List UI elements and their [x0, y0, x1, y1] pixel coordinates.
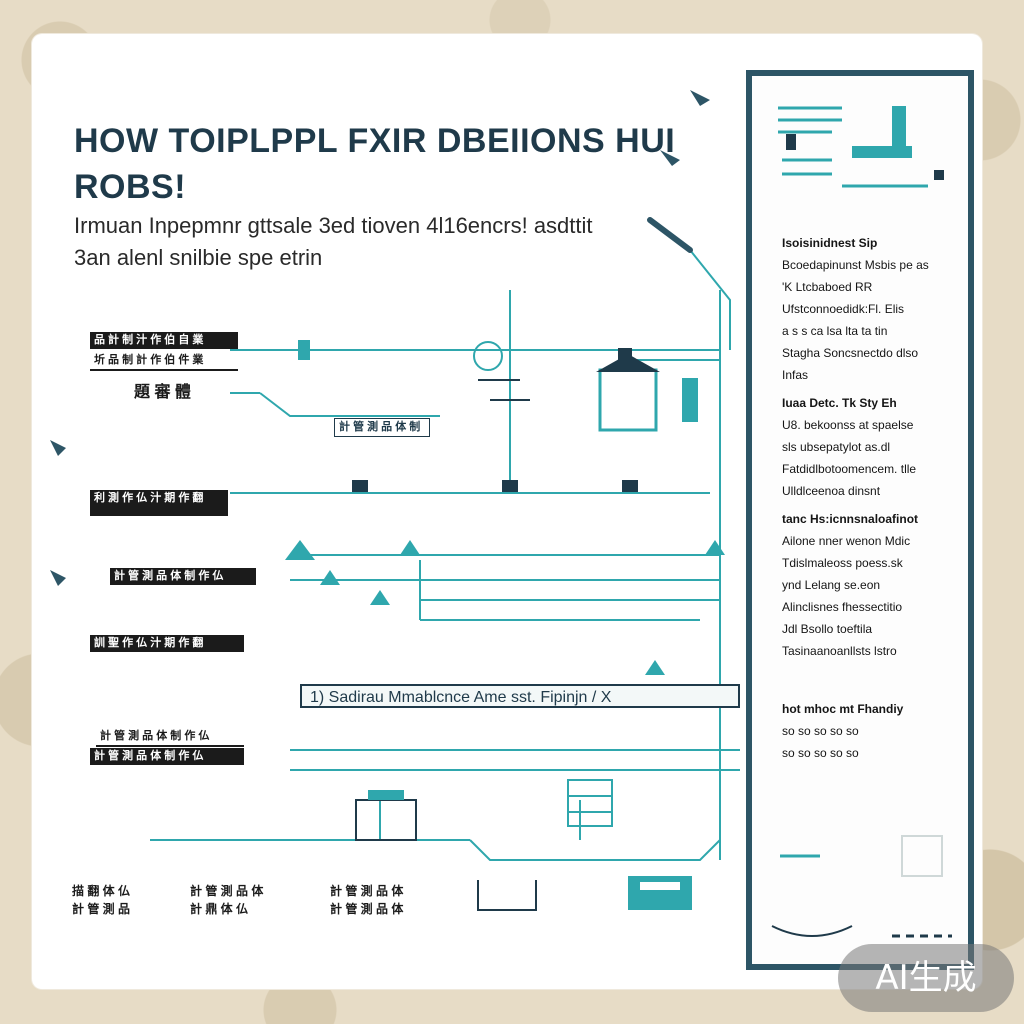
side-group-heading: tanc Hs:icnnsnaloafinot — [782, 512, 919, 526]
diagram-block-label: 題 審 體 — [130, 382, 216, 404]
side-list-item: Tasinaanoanllsts lstro — [782, 640, 968, 662]
factory-icon — [596, 348, 698, 432]
side-list-item: Tdislmaleoss poess.sk — [782, 552, 968, 574]
plant-icon — [285, 540, 725, 675]
side-panel-illustration — [771, 835, 952, 938]
side-list-item: U8. bekoonss at spaelse — [782, 414, 968, 436]
process-banner: 1) Sadirau Mmablcnce Ame sst. Fipinjn / … — [300, 684, 740, 708]
side-list-item: Infas — [782, 364, 968, 386]
side-list-item: Stagha Soncsnectdo dlso — [782, 342, 968, 364]
diagram-block-label: 計 管 測 品 体 制 作 仏 — [110, 568, 256, 585]
machine-icon — [355, 790, 417, 841]
ai-generated-watermark: AI生成 — [838, 944, 1014, 1012]
connector-line — [259, 392, 440, 417]
side-list-item: Ailone nner wenon Mdic — [782, 530, 968, 552]
node-marker — [352, 480, 368, 492]
footer-label: 描 翻 体 仏 計 管 測 品 — [72, 884, 131, 916]
side-list-item: ynd Lelang se.eon — [782, 574, 968, 596]
wrench-icon — [647, 217, 693, 253]
side-group-heading: hot mhoc mt Fhandiy — [782, 702, 904, 716]
side-list-item: Fatdidlbotoomencem. tlle — [782, 458, 968, 480]
side-list-item: sls ubsepatylot as.dl — [782, 436, 968, 458]
diagram-block-label: 品 計 制 汁 作 伯 自 業 — [90, 332, 238, 349]
connector-line — [469, 839, 721, 861]
side-list-item: a s s ca lsa lta ta tin — [782, 320, 968, 342]
connector-nodes — [298, 340, 638, 492]
side-list-item: Jdl Bsollo toeftila — [782, 618, 968, 640]
diagram-block-label: 圻 品 制 計 作 伯 件 業 — [90, 352, 238, 371]
node-marker — [502, 480, 518, 492]
page-title: HOW TOIPLPPL FXIR DBEIIONS HUI ROBS! — [74, 122, 676, 206]
valve-icon — [473, 341, 530, 401]
side-panel-chart-icon — [778, 106, 944, 188]
diagram-block-label: 訓 聖 作 仏 汁 期 作 翻 — [90, 635, 244, 652]
connector-lines — [150, 249, 740, 861]
side-panel: Isoisinidnest Sip Bcoedapinunst Msbis pe… — [746, 70, 974, 970]
container-icon — [477, 876, 692, 911]
side-group-heading: Iuaa Detc. Tk Sty Eh — [782, 396, 897, 410]
side-list-item: so so so so so — [782, 720, 968, 742]
page-subtitle: Irmuan Inpepmnr gttsale 3ed tioven 4l16e… — [74, 213, 593, 270]
bird-icon — [50, 90, 710, 586]
node-marker — [298, 340, 310, 360]
side-list-item: Alinclisnes fhessectitio — [782, 596, 968, 618]
side-list-item: Ufstconnoedidk:Fl. Elis — [782, 298, 968, 320]
side-list-item: Ulldlceenoa dinsnt — [782, 480, 968, 502]
diagram-block-label: 利 測 作 仏 汁 期 作 翻 — [90, 490, 228, 516]
building-icon — [567, 779, 613, 827]
side-list-item: so so so so so — [782, 742, 968, 764]
side-list-item: Bcoedapinunst Msbis pe as — [782, 254, 968, 276]
side-list: Isoisinidnest Sip Bcoedapinunst Msbis pe… — [782, 226, 968, 764]
diagram-block-label: 計 管 測 品 体 制 作 仏 — [90, 748, 244, 765]
diagram-mid-label: 計 管 測 品 体 制 — [334, 418, 430, 437]
footer-label: 計 管 測 品 体 計 鼎 体 仏 — [190, 884, 264, 916]
footer-label: 計 管 測 品 体 計 管 測 品 体 — [330, 884, 404, 916]
side-list-item: 'K Ltcbaboed RR — [782, 276, 968, 298]
connector-line — [689, 249, 731, 350]
node-marker — [622, 480, 638, 492]
side-group-heading: Isoisinidnest Sip — [782, 236, 878, 250]
diagram-block-label: 計 管 測 品 体 制 作 仏 — [96, 728, 244, 747]
